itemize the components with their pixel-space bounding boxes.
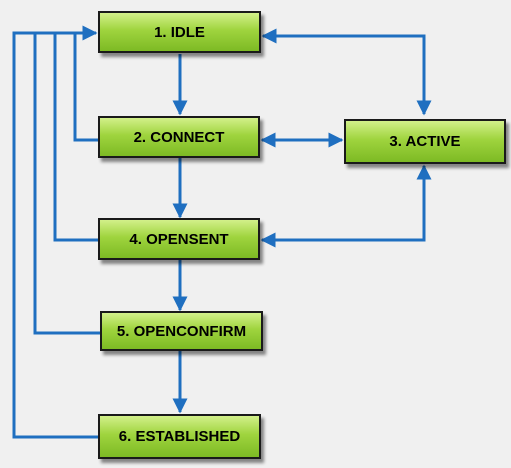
state-idle: 1. IDLE	[98, 11, 261, 53]
state-active: 3. ACTIVE	[344, 119, 506, 164]
edge-established-to-idle	[12, 31, 100, 439]
state-openconfirm: 5. OPENCONFIRM	[100, 311, 263, 351]
state-connect: 2. CONNECT	[98, 116, 260, 158]
edge-opensent-to-idle	[53, 33, 100, 242]
edge-idle-active	[261, 28, 432, 116]
edge-openconfirm-to-idle	[33, 33, 100, 335]
state-opensent: 4. OPENSENT	[98, 218, 260, 260]
edge-connect-to-idle	[73, 25, 100, 142]
state-established: 6. ESTABLISHED	[98, 414, 261, 459]
edge-opensent-active	[260, 164, 432, 248]
